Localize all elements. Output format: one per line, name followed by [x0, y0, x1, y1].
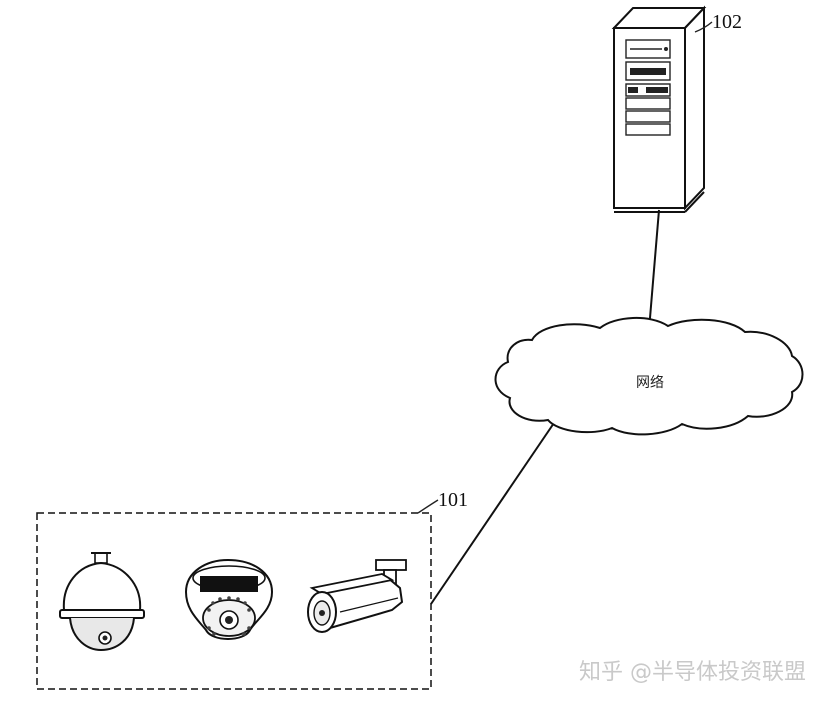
server-network-link	[648, 209, 660, 331]
ptz-dome-camera-icon	[59, 552, 145, 652]
server-ref-label: 102	[712, 11, 742, 33]
watermark: 知乎 @半导体投资联盟	[579, 660, 806, 685]
server-icon	[611, 5, 707, 213]
camera-group-ref-leader	[417, 499, 439, 514]
camera-group-box	[36, 512, 432, 690]
network-cloud: 网络	[494, 316, 804, 436]
dome-camera-icon	[184, 558, 274, 640]
camera-group-ref-label: 101	[438, 489, 468, 511]
bullet-camera-icon	[307, 559, 407, 633]
server-ref-leader	[694, 21, 713, 33]
network-label: 网络	[636, 375, 664, 391]
network-camera-link	[430, 419, 557, 605]
